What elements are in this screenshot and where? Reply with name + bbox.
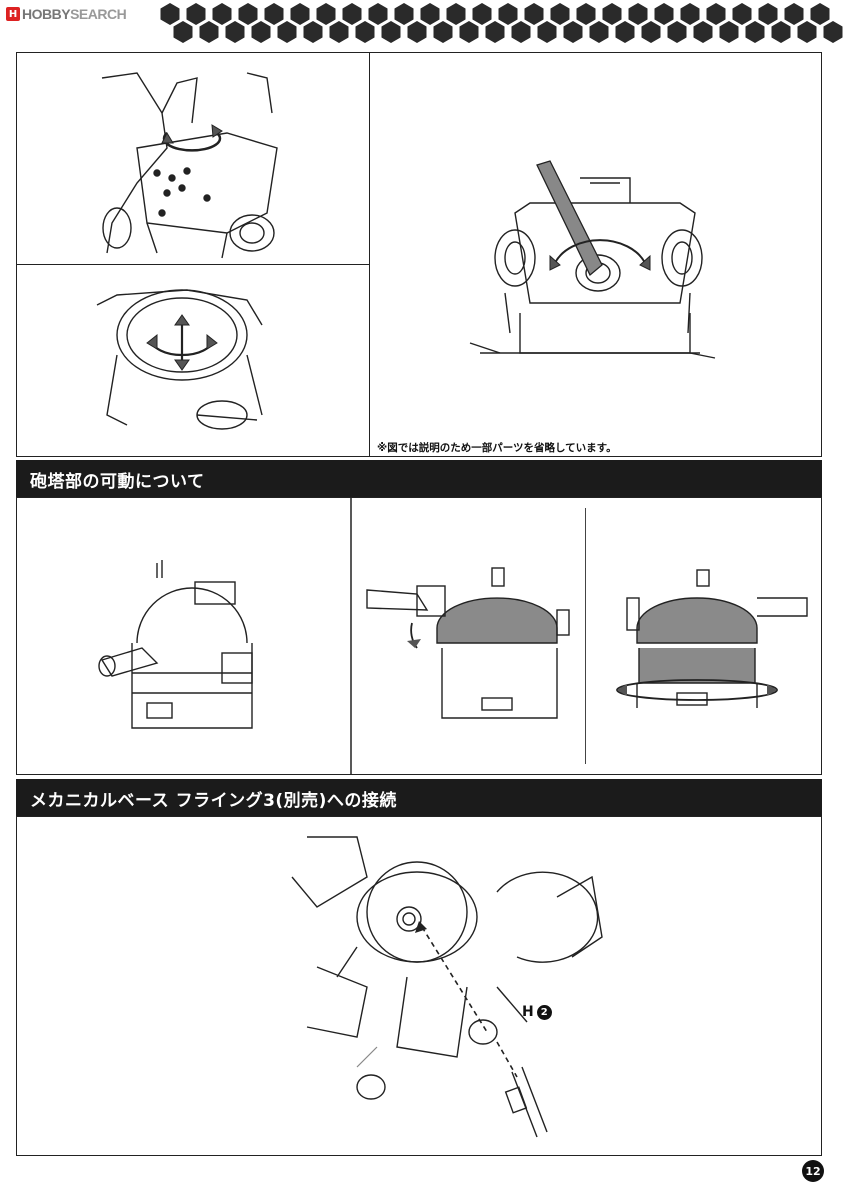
- omitted-parts-note: ※図では説明のため一部パーツを省略しています。: [377, 442, 617, 454]
- hexagon-tile: [589, 21, 609, 43]
- hexagon-tile: [537, 21, 557, 43]
- head-swivel-illustration: [96, 289, 263, 430]
- hexagon-tile: [420, 3, 440, 25]
- hexagon-tile: [771, 21, 791, 43]
- hexagon-tile: [706, 3, 726, 25]
- logo-mark: H: [6, 7, 20, 21]
- hexagon-tile: [680, 3, 700, 25]
- hexagon-tile: [173, 21, 193, 43]
- hexagon-tile: [498, 3, 518, 25]
- hexagon-tile: [550, 3, 570, 25]
- logo-text: HOBBYSEARCH: [22, 6, 127, 22]
- hexagon-tile: [329, 21, 349, 43]
- hexagon-tile: [745, 21, 765, 43]
- hexagon-tile: [303, 21, 323, 43]
- hexagon-tile: [628, 3, 648, 25]
- hexagon-tile: [693, 21, 713, 43]
- hexagon-tile: [719, 21, 739, 43]
- hexagon-tile: [238, 3, 258, 25]
- hexagon-tile: [264, 3, 284, 25]
- hexagon-tile: [654, 3, 674, 25]
- gun-swing-illustration: [469, 160, 716, 359]
- hexagon-tile: [446, 3, 466, 25]
- hexagon-tile: [459, 21, 479, 43]
- hexagon-tile: [758, 3, 778, 25]
- hexagon-tile: [251, 21, 271, 43]
- hexagon-tile: [212, 3, 232, 25]
- hexagon-tile: [784, 3, 804, 25]
- hexagon-tile: [186, 3, 206, 25]
- hexagon-tile: [823, 21, 843, 43]
- hexagon-tile: [524, 3, 544, 25]
- head-rotation-illustration: [101, 72, 278, 259]
- site-logo: H HOBBYSEARCH: [6, 6, 127, 22]
- hexagon-tile: [290, 3, 310, 25]
- view-divider: [585, 508, 586, 764]
- hexagon-tile: [615, 21, 635, 43]
- hexagon-tile: [199, 21, 219, 43]
- section-title-flying-base: メカニカルベース フライング3(別売)への接続: [16, 779, 822, 817]
- hexagon-tile: [485, 21, 505, 43]
- flying-base-illustration: [291, 836, 603, 1138]
- panel-head-rotation-top: [16, 52, 370, 265]
- hexagon-tile: [797, 21, 817, 43]
- hexagon-pattern: [160, 3, 843, 43]
- hexagon-tile: [407, 21, 427, 43]
- hexagon-tile: [342, 3, 362, 25]
- hexagon-tile: [810, 3, 830, 25]
- hexagon-tile: [316, 3, 336, 25]
- hexagon-tile: [602, 3, 622, 25]
- hexagon-tile: [225, 21, 245, 43]
- hexagon-tile: [563, 21, 583, 43]
- hexagon-tile: [433, 21, 453, 43]
- panel-gun-swing: [369, 52, 822, 457]
- hexagon-tile: [160, 3, 180, 25]
- header-strip: H HOBBYSEARCH: [0, 0, 844, 44]
- turret-movement-illustration: [98, 498, 808, 774]
- hexagon-tile: [355, 21, 375, 43]
- hexagon-tile: [732, 3, 752, 25]
- hexagon-tile: [511, 21, 531, 43]
- hexagon-tile: [277, 21, 297, 43]
- page-number: 12: [802, 1160, 824, 1182]
- hexagon-tile: [576, 3, 596, 25]
- panel-turret-movement: [16, 497, 822, 775]
- hexagon-tile: [381, 21, 401, 43]
- hexagon-tile: [667, 21, 687, 43]
- panel-head-rotation-side: [16, 264, 370, 457]
- hexagon-tile: [641, 21, 661, 43]
- hexagon-tile: [368, 3, 388, 25]
- hexagon-tile: [394, 3, 414, 25]
- hexagon-tile: [472, 3, 492, 25]
- section-title-turret: 砲塔部の可動について: [16, 460, 822, 498]
